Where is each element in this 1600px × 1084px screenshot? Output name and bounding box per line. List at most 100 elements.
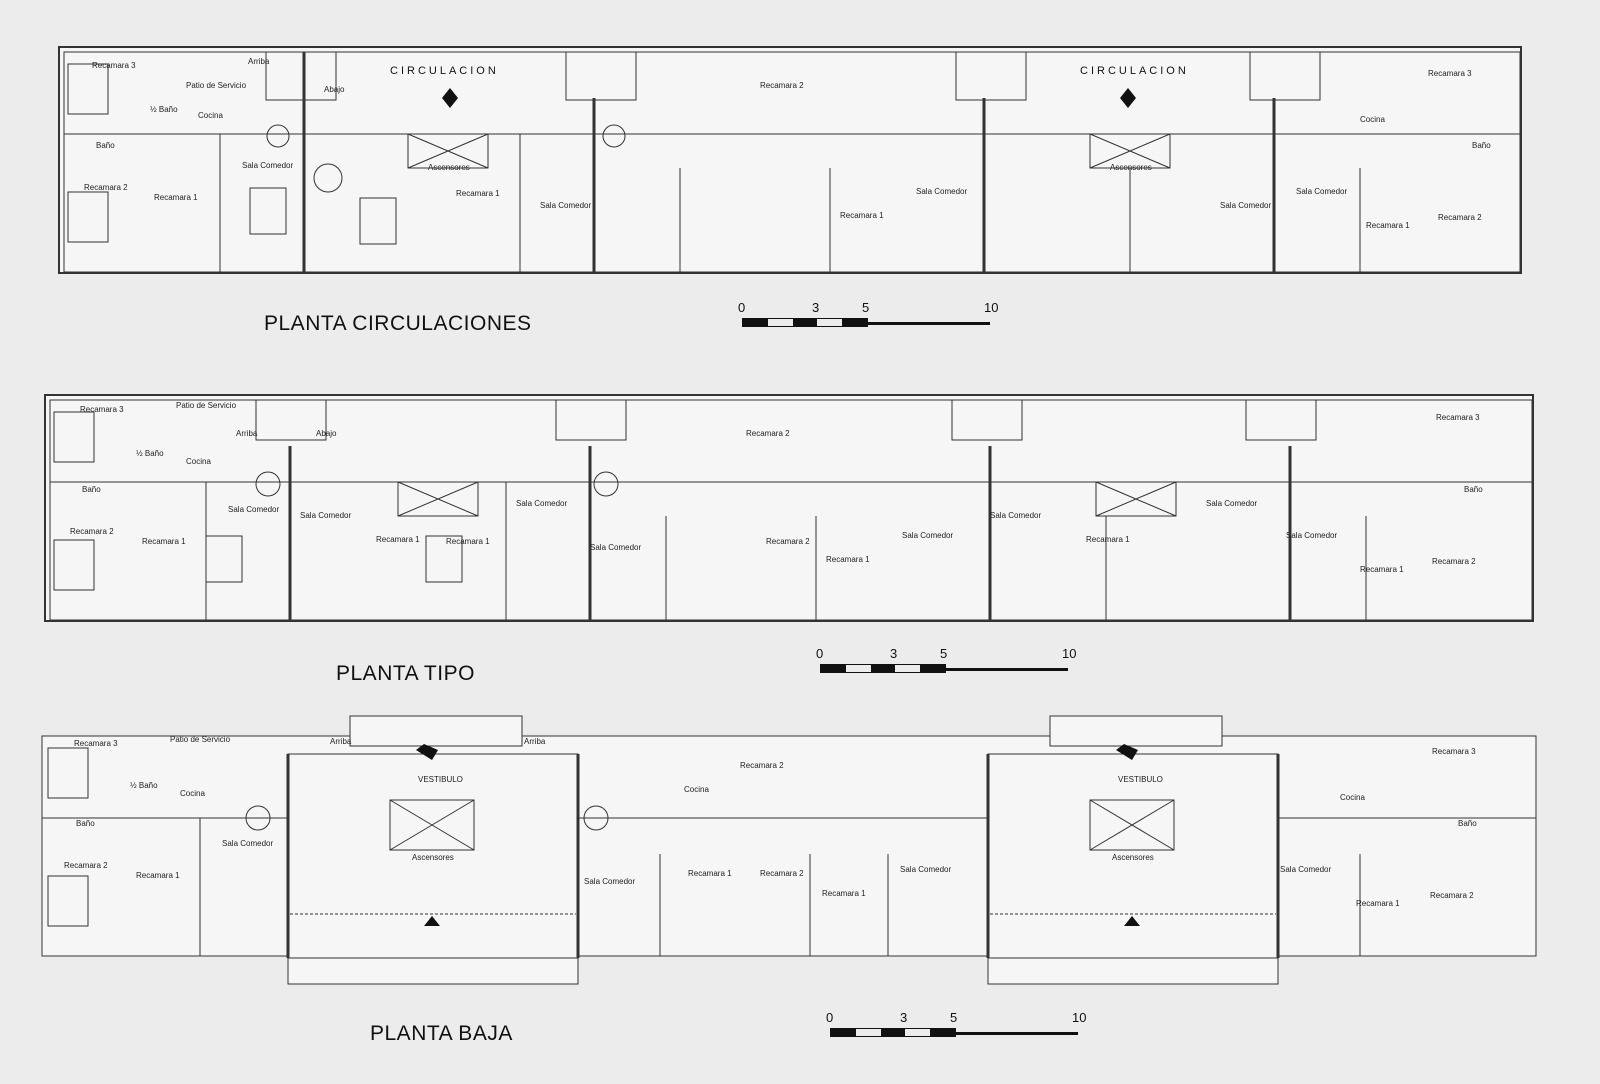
room-label: Sala Comedor — [242, 161, 293, 170]
room-label: Recamara 1 — [1086, 535, 1130, 544]
room-label: Recamara 3 — [74, 739, 118, 748]
room-label: Recamara 2 — [746, 429, 790, 438]
floor-plan-circulaciones: CIRCULACION CIRCULACION Recamara 3 Patio… — [58, 46, 1522, 274]
room-label: Sala Comedor — [222, 839, 273, 848]
room-label: Recamara 1 — [826, 555, 870, 564]
stair-label: Abajo — [316, 429, 337, 438]
scale-tick-10: 10 — [1062, 646, 1077, 661]
scale-tick-3: 3 — [900, 1010, 908, 1025]
elevator-label: Ascensores — [428, 163, 470, 172]
scale-tick-10: 10 — [984, 300, 999, 315]
room-label: Recamara 2 — [64, 861, 108, 870]
room-label: Sala Comedor — [1206, 499, 1257, 508]
room-label: Sala Comedor — [300, 511, 351, 520]
room-label: Sala Comedor — [1286, 531, 1337, 540]
room-label: Patio de Servicio — [176, 401, 237, 410]
stair-label: Arriba — [330, 737, 352, 746]
plan-drawing-circulaciones: CIRCULACION CIRCULACION Recamara 3 Patio… — [63, 51, 1520, 272]
elevator-label: Ascensores — [1110, 163, 1152, 172]
scale-tick-5: 5 — [950, 1010, 958, 1025]
scale-tick-3: 3 — [890, 646, 898, 661]
room-label: Recamara 2 — [70, 527, 114, 536]
room-label: Recamara 2 — [760, 869, 804, 878]
corridor-label-2: CIRCULACION — [1080, 65, 1189, 77]
lobby-label-1: VESTIBULO — [418, 775, 463, 784]
room-label: Sala Comedor — [990, 511, 1041, 520]
floor-plan-tipo: Recamara 3 Patio de Servicio ½ Baño Coci… — [44, 394, 1534, 622]
room-label: Recamara 1 — [376, 535, 420, 544]
room-label: Cocina — [180, 789, 205, 798]
room-label: Baño — [76, 819, 95, 828]
room-label: Sala Comedor — [590, 543, 641, 552]
room-label: Baño — [82, 485, 101, 494]
room-label: Cocina — [684, 785, 709, 794]
room-label: Baño — [1458, 819, 1477, 828]
room-label: Sala Comedor — [1280, 865, 1331, 874]
room-label: Recamara 3 — [1436, 413, 1480, 422]
room-label: Cocina — [186, 457, 211, 466]
room-label: Sala Comedor — [1220, 201, 1271, 210]
room-label: ½ Baño — [130, 781, 158, 790]
room-label: Recamara 2 — [760, 81, 804, 90]
scale-tick-5: 5 — [862, 300, 870, 315]
plan-title-baja: PLANTA BAJA — [370, 1022, 513, 1045]
room-label: Cocina — [1360, 115, 1385, 124]
room-label: Recamara 3 — [1428, 69, 1472, 78]
room-label: Recamara 2 — [1438, 213, 1482, 222]
room-label: Recamara 3 — [92, 61, 136, 70]
room-label: Recamara 1 — [840, 211, 884, 220]
room-label: Recamara 1 — [822, 889, 866, 898]
room-label: Recamara 3 — [80, 405, 124, 414]
room-label: Recamara 1 — [1366, 221, 1410, 230]
room-label: Sala Comedor — [902, 531, 953, 540]
room-label: Recamara 1 — [1360, 565, 1404, 574]
stair-label: Abajo — [324, 85, 345, 94]
room-label: Recamara 1 — [154, 193, 198, 202]
room-label: Recamara 2 — [766, 537, 810, 546]
room-label: Recamara 2 — [84, 183, 128, 192]
room-label: Sala Comedor — [584, 877, 635, 886]
scale-tick-0: 0 — [826, 1010, 834, 1025]
room-label: Patio de Servicio — [170, 735, 231, 744]
stair-label: Arriba — [248, 57, 270, 66]
plan-title-circulaciones: PLANTA CIRCULACIONES — [264, 312, 532, 335]
room-label: Recamara 1 — [446, 537, 490, 546]
room-label: Sala Comedor — [916, 187, 967, 196]
room-label: Recamara 1 — [688, 869, 732, 878]
room-label: Recamara 1 — [456, 189, 500, 198]
room-label: Sala Comedor — [1296, 187, 1347, 196]
room-label: Cocina — [1340, 793, 1365, 802]
room-label: Sala Comedor — [228, 505, 279, 514]
room-label: Baño — [1472, 141, 1491, 150]
stair-label: Arriba — [524, 737, 546, 746]
plan-drawing-tipo: Recamara 3 Patio de Servicio ½ Baño Coci… — [49, 399, 1532, 620]
scale-tick-0: 0 — [738, 300, 746, 315]
elevator-label: Ascensores — [1112, 853, 1154, 862]
scale-bar-2: 0 3 5 10 — [816, 646, 1076, 678]
elevator-label: Ascensores — [412, 853, 454, 862]
room-label: ½ Baño — [150, 105, 178, 114]
scale-tick-0: 0 — [816, 646, 824, 661]
room-label: Sala Comedor — [540, 201, 591, 210]
room-label: Recamara 2 — [1432, 557, 1476, 566]
scale-tick-3: 3 — [812, 300, 820, 315]
room-label: Recamara 2 — [1430, 891, 1474, 900]
room-label: Patio de Servicio — [186, 81, 247, 90]
room-label: Baño — [96, 141, 115, 150]
room-label: Recamara 1 — [142, 537, 186, 546]
room-label: Sala Comedor — [516, 499, 567, 508]
plan-title-tipo: PLANTA TIPO — [336, 662, 475, 685]
room-label: Recamara 2 — [740, 761, 784, 770]
lobby-label-2: VESTIBULO — [1118, 775, 1163, 784]
room-label: Recamara 1 — [1356, 899, 1400, 908]
scale-bar-3: 0 3 5 10 — [826, 1010, 1086, 1042]
room-label: Cocina — [198, 111, 223, 120]
stair-label: Arriba — [236, 429, 258, 438]
scale-tick-5: 5 — [940, 646, 948, 661]
corridor-label-1: CIRCULACION — [390, 65, 499, 77]
plan-drawing-baja: VESTIBULO VESTIBULO Ascensores Ascensore… — [41, 715, 1537, 985]
room-label: Recamara 3 — [1432, 747, 1476, 756]
room-label: ½ Baño — [136, 449, 164, 458]
room-label: Sala Comedor — [900, 865, 951, 874]
room-label: Baño — [1464, 485, 1483, 494]
